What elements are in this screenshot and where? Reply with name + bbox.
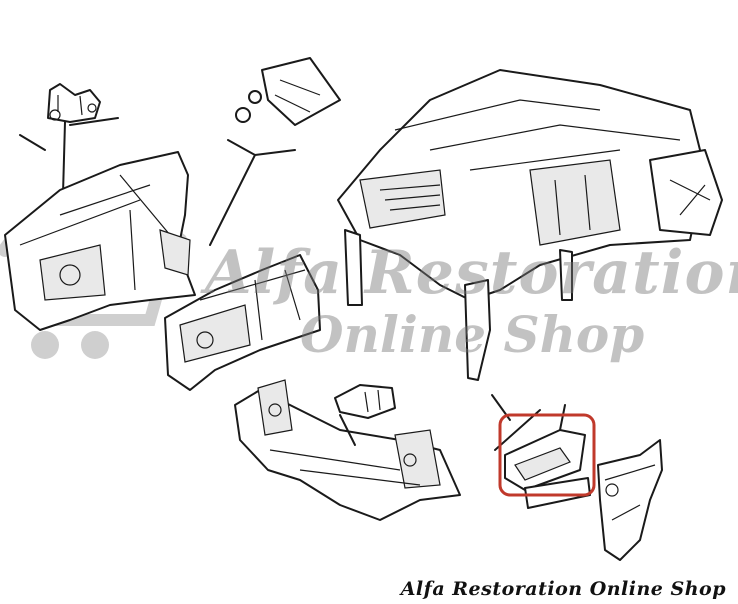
highlighted-reinforcement-part bbox=[494, 404, 596, 509]
left-inner-wing-panel bbox=[4, 151, 196, 331]
watermark-line-1: Alfa Restoration bbox=[205, 238, 738, 308]
bracket-part-top-left bbox=[47, 83, 101, 123]
rear-mounting-bracket bbox=[597, 439, 663, 561]
watermark-line-2: Online Shop bbox=[300, 305, 645, 364]
body-shell-main bbox=[337, 69, 723, 421]
highlight-box bbox=[498, 413, 596, 497]
center-inner-wing-panel bbox=[164, 254, 321, 391]
front-crossmember bbox=[234, 379, 461, 521]
mounting-plate-top-center bbox=[209, 57, 341, 246]
footer-brand-text: Alfa Restoration Online Shop bbox=[400, 578, 726, 600]
small-bracket-center bbox=[334, 384, 396, 446]
